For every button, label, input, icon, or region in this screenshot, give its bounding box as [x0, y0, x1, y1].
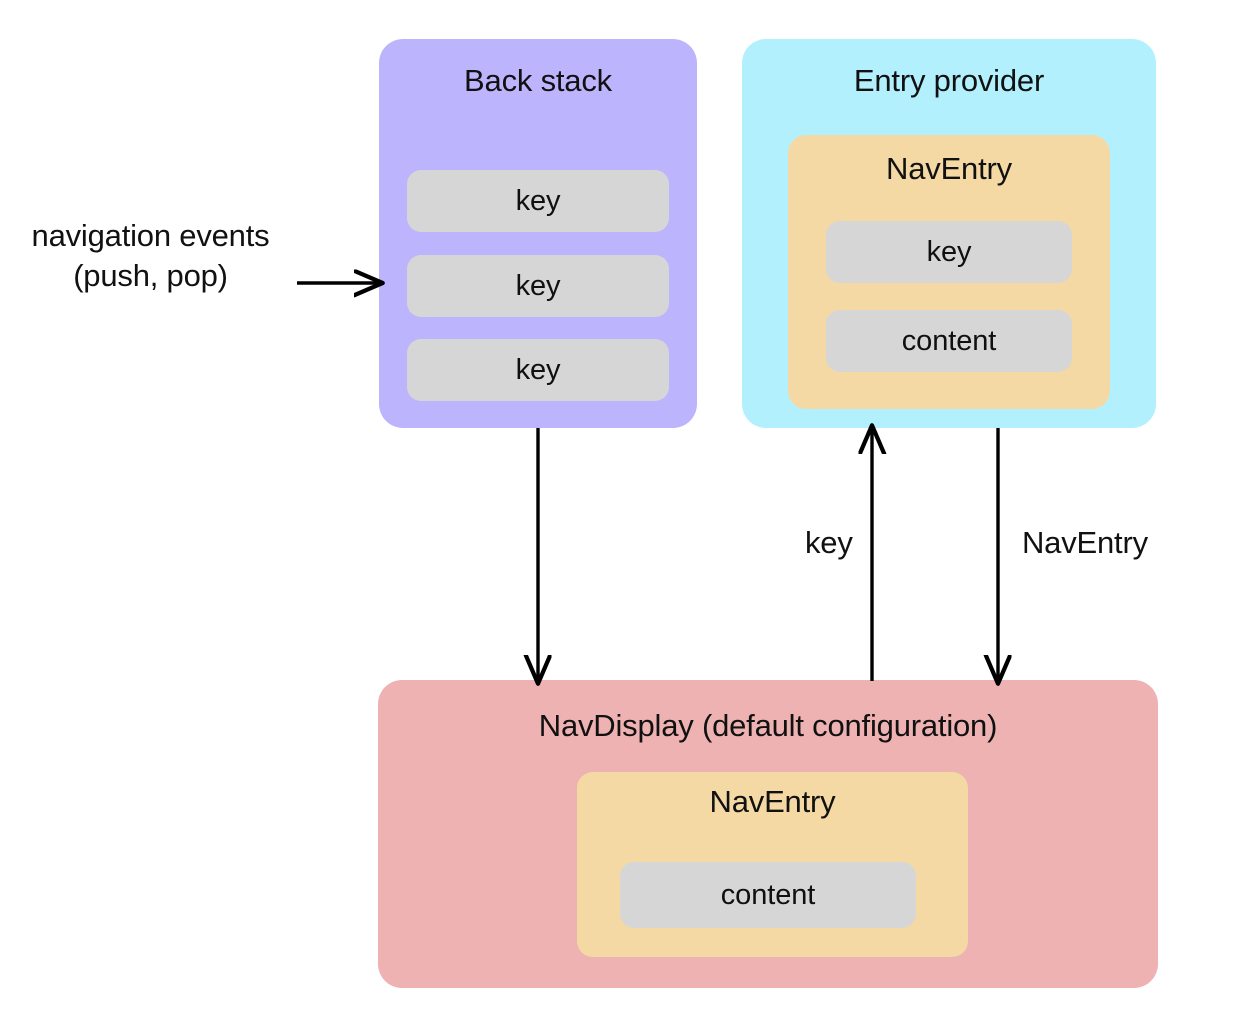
- back-stack-key-item: key: [407, 255, 669, 317]
- nav-entry-title: NavEntry: [709, 784, 836, 819]
- navigation-events-label: navigation events (push, pop): [8, 216, 293, 296]
- entry-provider-box: Entry provider NavEntry key content: [742, 39, 1156, 428]
- nav-entry-title: NavEntry: [886, 151, 1012, 186]
- back-stack-title: Back stack: [464, 63, 612, 98]
- entry-provider-nav-entry-box: NavEntry key content: [788, 135, 1110, 409]
- nav-display-title: NavDisplay (default configuration): [538, 708, 998, 743]
- navigation-events-label-line1: navigation events: [31, 218, 270, 253]
- nav-entry-key-item: key: [826, 221, 1072, 283]
- back-stack-box: Back stack key key key: [379, 39, 697, 428]
- entry-provider-title: Entry provider: [853, 63, 1045, 98]
- key-arrow-label: key: [805, 525, 853, 560]
- nav-display-box: NavDisplay (default configuration) NavEn…: [378, 680, 1158, 988]
- nav-display-nav-entry-box: NavEntry content: [577, 772, 968, 957]
- nav-entry-content-item: content: [620, 862, 916, 928]
- back-stack-key-item: key: [407, 170, 669, 232]
- navigation-events-label-line2: (push, pop): [73, 258, 228, 293]
- nav-entry-arrow-label: NavEntry: [1022, 525, 1148, 560]
- back-stack-key-item: key: [407, 339, 669, 401]
- nav-entry-content-item: content: [826, 310, 1072, 372]
